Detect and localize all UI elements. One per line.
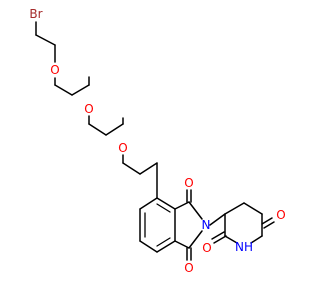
- imide-nitrogen-label: N: [202, 218, 211, 232]
- carbonyl-oxygen-3-label: O: [202, 241, 211, 255]
- ether-oxygen-2-label: O: [84, 102, 93, 116]
- carbonyl-oxygen-1-label: O: [184, 176, 193, 190]
- ether-oxygen-1-label: O: [50, 63, 59, 77]
- skeletal-bonds: [35, 21, 275, 261]
- bromine-atom-label: Br: [29, 7, 42, 21]
- carbonyl-oxygen-2-label: O: [184, 261, 193, 275]
- structure-canvas: Br O O O O O O O N NH: [29, 7, 285, 275]
- carbonyl-oxygen-4-label: O: [276, 208, 285, 222]
- ether-oxygen-3-label: O: [118, 141, 127, 155]
- piperidine-nh-label: NH: [235, 240, 253, 254]
